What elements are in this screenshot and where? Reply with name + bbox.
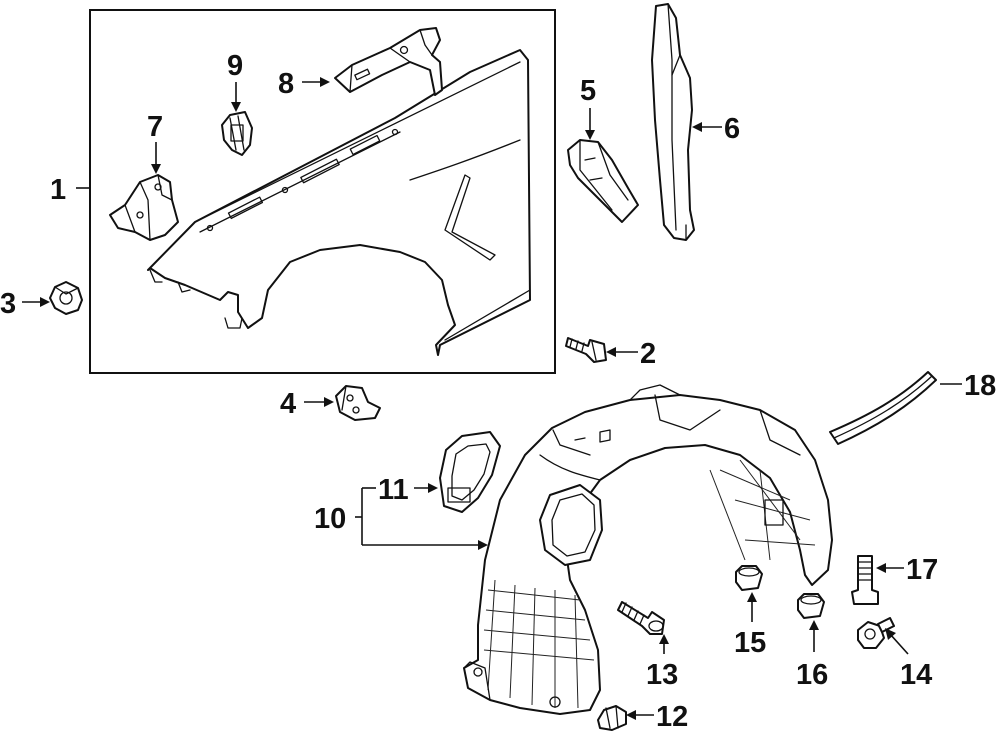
callout-9: 9 xyxy=(227,50,243,82)
callout-12: 12 xyxy=(656,701,688,733)
callout-2: 2 xyxy=(640,338,656,370)
callout-labels: 1 2 3 4 5 6 7 8 9 10 11 12 13 14 15 16 1… xyxy=(0,50,996,733)
bolt-part-14[interactable] xyxy=(857,617,895,649)
callout-16: 16 xyxy=(796,659,828,691)
liner-part-10[interactable] xyxy=(463,384,833,715)
clip-part-9[interactable] xyxy=(221,111,253,156)
callout-6: 6 xyxy=(724,113,740,145)
screw-part-13[interactable] xyxy=(617,601,665,635)
callout-5: 5 xyxy=(580,75,596,107)
bracket-part-4[interactable] xyxy=(335,385,381,421)
fender-assembly-box xyxy=(89,9,556,374)
callout-17: 17 xyxy=(906,554,938,586)
bracket-part-7[interactable] xyxy=(109,174,179,241)
clip-part-12[interactable] xyxy=(597,705,627,731)
molding-part-18[interactable] xyxy=(829,371,937,445)
seal-part-11[interactable] xyxy=(439,431,501,513)
bracket-part-8[interactable] xyxy=(334,27,443,96)
callout-4: 4 xyxy=(280,388,296,420)
callout-14: 14 xyxy=(900,659,932,691)
nut-part-3[interactable] xyxy=(49,281,83,315)
callout-15: 15 xyxy=(734,627,766,659)
seal-part-6[interactable] xyxy=(651,3,695,241)
bracket-part-5[interactable] xyxy=(567,139,639,223)
nut-part-15[interactable] xyxy=(735,565,763,591)
callout-11: 11 xyxy=(378,474,409,506)
callout-13: 13 xyxy=(646,659,678,691)
callout-10: 10 xyxy=(314,503,346,535)
callout-3: 3 xyxy=(0,288,16,320)
leader-lines xyxy=(22,77,962,720)
callout-7: 7 xyxy=(147,111,163,143)
callout-18: 18 xyxy=(964,370,996,402)
bolt-part-17[interactable] xyxy=(851,555,879,605)
callout-8: 8 xyxy=(278,68,294,100)
bolt-part-2[interactable] xyxy=(565,337,607,363)
fender-part[interactable] xyxy=(147,49,531,356)
callout-1: 1 xyxy=(50,174,66,206)
nut-part-16[interactable] xyxy=(797,593,825,619)
